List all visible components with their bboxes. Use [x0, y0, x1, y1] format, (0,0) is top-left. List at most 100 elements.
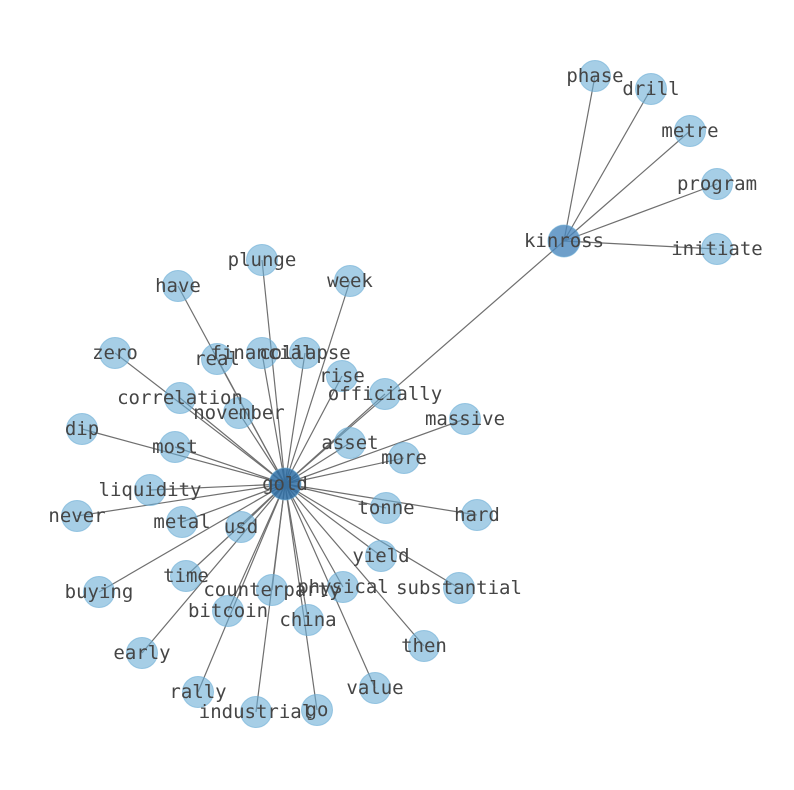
node-officially [369, 378, 401, 410]
edge-layer [76, 75, 718, 713]
node-label-yield: yield [352, 545, 409, 567]
node-label-plunge: plunge [228, 249, 297, 271]
node-metal [166, 506, 198, 538]
node-label-never: never [48, 505, 105, 527]
edge-gold-physical [284, 483, 344, 588]
node-label-rally: rally [169, 681, 226, 703]
edge-gold-financial [261, 352, 286, 485]
node-counterparty [256, 574, 288, 606]
node-massive [449, 403, 481, 435]
node-rally [182, 676, 214, 708]
node-industrial [240, 696, 272, 728]
node-label-value: value [346, 677, 403, 699]
edge-gold-liquidity [149, 483, 286, 491]
node-label-november: november [193, 402, 285, 424]
edge-gold-never [76, 483, 286, 517]
node-bitcoin [212, 595, 244, 627]
node-real [201, 343, 233, 375]
edge-kinross-metre [563, 130, 691, 242]
node-november [223, 397, 255, 429]
node-early [126, 637, 158, 669]
node-label-officially: officially [328, 383, 442, 405]
label-layer: goldkinrossphasedrillmetreprograminitiat… [48, 65, 762, 723]
edge-gold-week [284, 280, 351, 485]
node-go [301, 694, 333, 726]
node-label-industrial: industrial [199, 701, 313, 723]
edge-gold-plunge [261, 259, 286, 485]
edge-gold-kinross [284, 240, 565, 485]
node-hard [461, 499, 493, 531]
node-label-then: then [401, 635, 447, 657]
node-more [388, 442, 420, 474]
node-label-drill: drill [622, 78, 679, 100]
edge-gold-zero [114, 352, 286, 485]
node-label-china: china [279, 609, 336, 631]
node-asset [334, 427, 366, 459]
node-substantial [443, 572, 475, 604]
node-physical [327, 571, 359, 603]
node-layer [61, 60, 733, 728]
edge-gold-rally [197, 483, 286, 693]
edge-gold-go [284, 483, 318, 711]
node-kinross [547, 224, 581, 258]
edge-gold-yield [284, 483, 382, 557]
edge-gold-correlation [179, 397, 286, 485]
node-label-metre: metre [661, 120, 718, 142]
node-label-early: early [113, 642, 170, 664]
node-tonne [370, 492, 402, 524]
node-label-metal: metal [153, 511, 210, 533]
node-label-phase: phase [566, 65, 623, 87]
node-financial [246, 337, 278, 369]
edge-gold-collapse [284, 352, 306, 485]
node-label-counterparty: counterparty [203, 579, 340, 601]
node-label-go: go [306, 699, 329, 721]
node-usd [225, 511, 257, 543]
node-value [359, 672, 391, 704]
node-label-time: time [163, 565, 209, 587]
node-label-have: have [155, 275, 201, 297]
node-then [408, 630, 440, 662]
node-label-dip: dip [65, 418, 99, 440]
edge-gold-then [284, 483, 425, 647]
node-rise [326, 360, 358, 392]
node-label-usd: usd [224, 516, 258, 538]
node-label-substantial: substantial [396, 577, 522, 599]
node-initiate [701, 233, 733, 265]
edge-gold-early [141, 483, 286, 654]
node-most [159, 431, 191, 463]
node-zero [99, 337, 131, 369]
node-label-hard: hard [454, 504, 500, 526]
edge-kinross-program [563, 183, 718, 242]
node-plunge [246, 244, 278, 276]
node-label-rise: rise [319, 365, 365, 387]
node-correlation [164, 382, 196, 414]
node-buying [83, 576, 115, 608]
node-label-buying: buying [65, 581, 134, 603]
node-label-program: program [677, 173, 757, 195]
node-china [292, 604, 324, 636]
node-label-gold: gold [262, 473, 308, 495]
node-label-financial: financial [211, 342, 314, 364]
node-collapse [289, 337, 321, 369]
node-drill [635, 73, 667, 105]
node-have [162, 270, 194, 302]
edge-gold-most [174, 446, 286, 485]
node-program [701, 168, 733, 200]
edge-gold-substantial [284, 483, 460, 589]
node-label-massive: massive [425, 408, 505, 430]
edge-gold-rise [284, 375, 343, 485]
edge-gold-tonne [284, 483, 387, 509]
node-label-physical: physical [297, 576, 389, 598]
edge-gold-more [284, 457, 405, 485]
node-metre [674, 115, 706, 147]
node-label-more: more [381, 447, 427, 469]
node-label-asset: asset [321, 432, 378, 454]
node-liquidity [134, 474, 166, 506]
edge-gold-massive [284, 418, 466, 485]
edge-gold-buying [98, 483, 286, 593]
node-label-correlation: correlation [117, 387, 243, 409]
edge-kinross-drill [563, 88, 652, 242]
node-phase [579, 60, 611, 92]
node-label-bitcoin: bitcoin [188, 600, 268, 622]
